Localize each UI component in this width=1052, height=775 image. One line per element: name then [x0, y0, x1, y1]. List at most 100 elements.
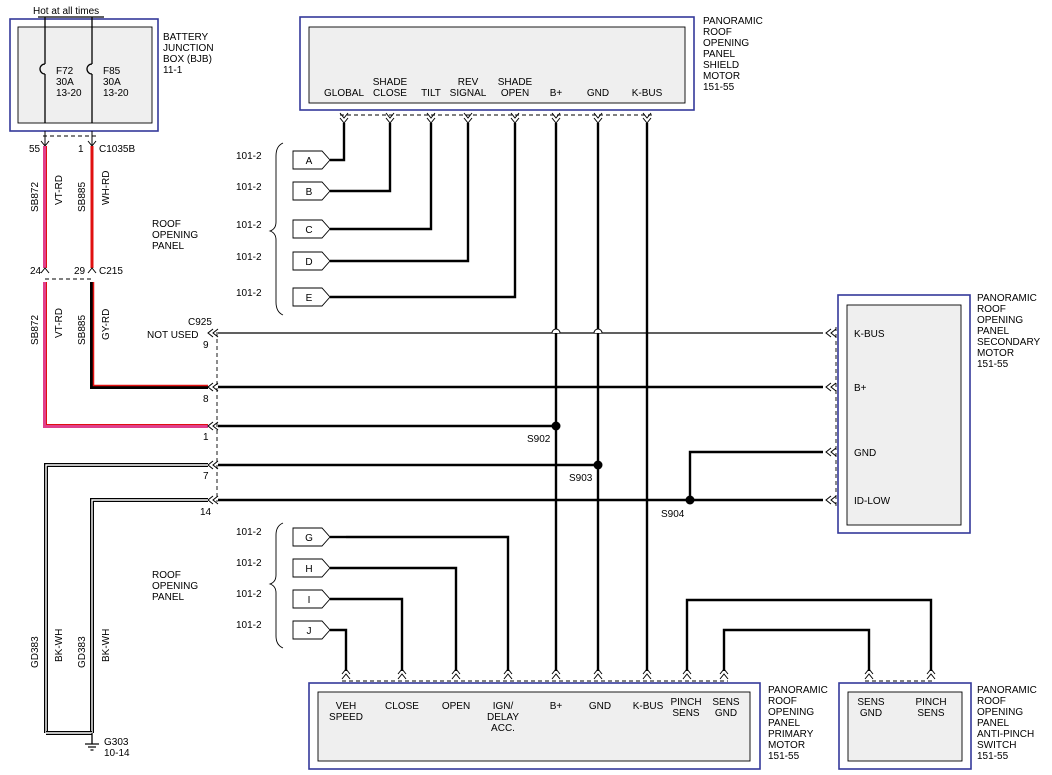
pin-number: 1 [203, 432, 209, 443]
page-ref-letter: G [305, 533, 313, 544]
pin-label: OPEN [501, 88, 529, 99]
page-ref-tag [292, 620, 331, 640]
fuse-f85-icon [86, 63, 93, 75]
component-label: ROOF [768, 696, 797, 707]
wire-circuit: SB885 [77, 182, 88, 212]
pin-label: GND [589, 701, 611, 712]
component-label: 151-55 [977, 751, 1009, 762]
pin-label: CLOSE [373, 88, 407, 99]
pin-label: OPEN [442, 701, 470, 712]
page-ref-letter: B [306, 187, 313, 198]
pin-label: SENS [917, 708, 945, 719]
hot-at-all-times-label: Hot at all times [33, 6, 99, 17]
component-label: PANORAMIC [977, 293, 1037, 304]
pin-label: SENS [712, 697, 740, 708]
splice-s902-icon [551, 421, 561, 431]
page-ref-letter: H [305, 564, 312, 575]
component-label: OPENING [703, 38, 749, 49]
roof-panel-label: PANEL [152, 592, 184, 603]
fuse-f72-icon [39, 63, 46, 75]
component-label: ANTI-PINCH [977, 729, 1034, 740]
pin-label: REV [458, 77, 479, 88]
pin-label: SHADE [498, 77, 533, 88]
page-ref-number: 101-2 [236, 252, 262, 263]
fuse-rating: 30A [103, 77, 121, 88]
roof-panel-label: OPENING [152, 581, 198, 592]
component-label: ROOF [977, 696, 1006, 707]
bjb-label: JUNCTION [163, 43, 214, 54]
page-ref-group-lower: G H I J 101-2 101-2 101-2 101-2 [236, 522, 331, 649]
splice-s904-icon [685, 495, 695, 505]
pin-number: 14 [200, 507, 212, 518]
primary-pin-arrows [341, 668, 729, 680]
wire-color: WH-RD [101, 171, 112, 205]
wire-sb885 [90, 282, 208, 389]
page-ref-number: 101-2 [236, 589, 262, 600]
component-label: PANEL [768, 718, 800, 729]
pin-label: B+ [550, 88, 563, 99]
roof-panel-label: OPENING [152, 230, 198, 241]
pin-label: SENS [672, 708, 700, 719]
pin-label: CLOSE [385, 701, 419, 712]
fuse-ref: 13-20 [103, 88, 129, 99]
pin-label: PINCH [670, 697, 701, 708]
component-label: PANORAMIC [768, 685, 828, 696]
page-ref-group-upper: A B C D E 101-2 101-2 101-2 101-2 101-2 [236, 142, 331, 316]
pin-number: 7 [203, 471, 209, 482]
page-ref-number: 101-2 [236, 151, 262, 162]
splice-label: S904 [661, 509, 685, 520]
pin-label: K-BUS [632, 88, 663, 99]
wire-circuit: SB872 [30, 182, 41, 212]
component-label: SWITCH [977, 740, 1016, 751]
page-ref-tag [292, 219, 331, 239]
not-used-label: NOT USED [147, 330, 199, 341]
page-ref-tag [292, 181, 331, 201]
ground-id: G303 [104, 737, 129, 748]
fuse-rating: 30A [56, 77, 74, 88]
pin-number: 1 [78, 144, 84, 155]
connector-name: C1035B [99, 144, 135, 155]
component-label: PANEL [977, 718, 1009, 729]
wire-circuit: SB885 [77, 315, 88, 345]
pin-label: GND [715, 708, 737, 719]
pin-arrow-icon [40, 267, 50, 274]
component-label: ROOF [977, 304, 1006, 315]
bjb-label: BATTERY [163, 32, 209, 43]
page-ref-letter: C [305, 225, 312, 236]
pin-label: PINCH [915, 697, 946, 708]
pin-label: SIGNAL [450, 88, 487, 99]
page-ref-number: 101-2 [236, 527, 262, 538]
primary-motor: VEH SPEED CLOSE OPEN IGN/ DELAY ACC. B+ … [308, 668, 828, 770]
component-label: 151-55 [768, 751, 800, 762]
pin-label: SHADE [373, 77, 408, 88]
component-label: PANEL [703, 49, 735, 60]
wire-color: GY-RD [101, 309, 112, 340]
pin-number: 9 [203, 340, 209, 351]
page-ref-number: 101-2 [236, 182, 262, 193]
ground-icon [85, 743, 99, 751]
component-label: PANEL [977, 326, 1009, 337]
roof-panel-label: ROOF [152, 219, 181, 230]
pin-label: ACC. [491, 723, 515, 734]
battery-junction-box: F72 30A 13-20 F85 30A 13-20 BATTERY JUNC… [9, 18, 214, 132]
wire-circuit: SB872 [30, 315, 41, 345]
shield-motor: GLOBAL SHADE CLOSE TILT REV SIGNAL SHADE… [299, 16, 763, 111]
component-label: 151-55 [703, 82, 735, 93]
component-label: MOTOR [977, 348, 1014, 359]
pin-number: 29 [74, 266, 86, 277]
page-ref-tag [292, 558, 331, 578]
component-label: PRIMARY [768, 729, 814, 740]
roof-panel-label: PANEL [152, 241, 184, 252]
page-ref-letter: E [306, 293, 313, 304]
page-ref-letter: J [307, 626, 312, 637]
pin-label: GND [854, 448, 876, 459]
component-label: MOTOR [768, 740, 805, 751]
connector-name: C215 [99, 266, 123, 277]
component-label: SHIELD [703, 60, 739, 71]
pin-number: 8 [203, 394, 209, 405]
pin-label: B+ [550, 701, 563, 712]
pin-label: K-BUS [854, 329, 885, 340]
pin-label: GLOBAL [324, 88, 364, 99]
bjb-label: 11-1 [163, 65, 183, 76]
